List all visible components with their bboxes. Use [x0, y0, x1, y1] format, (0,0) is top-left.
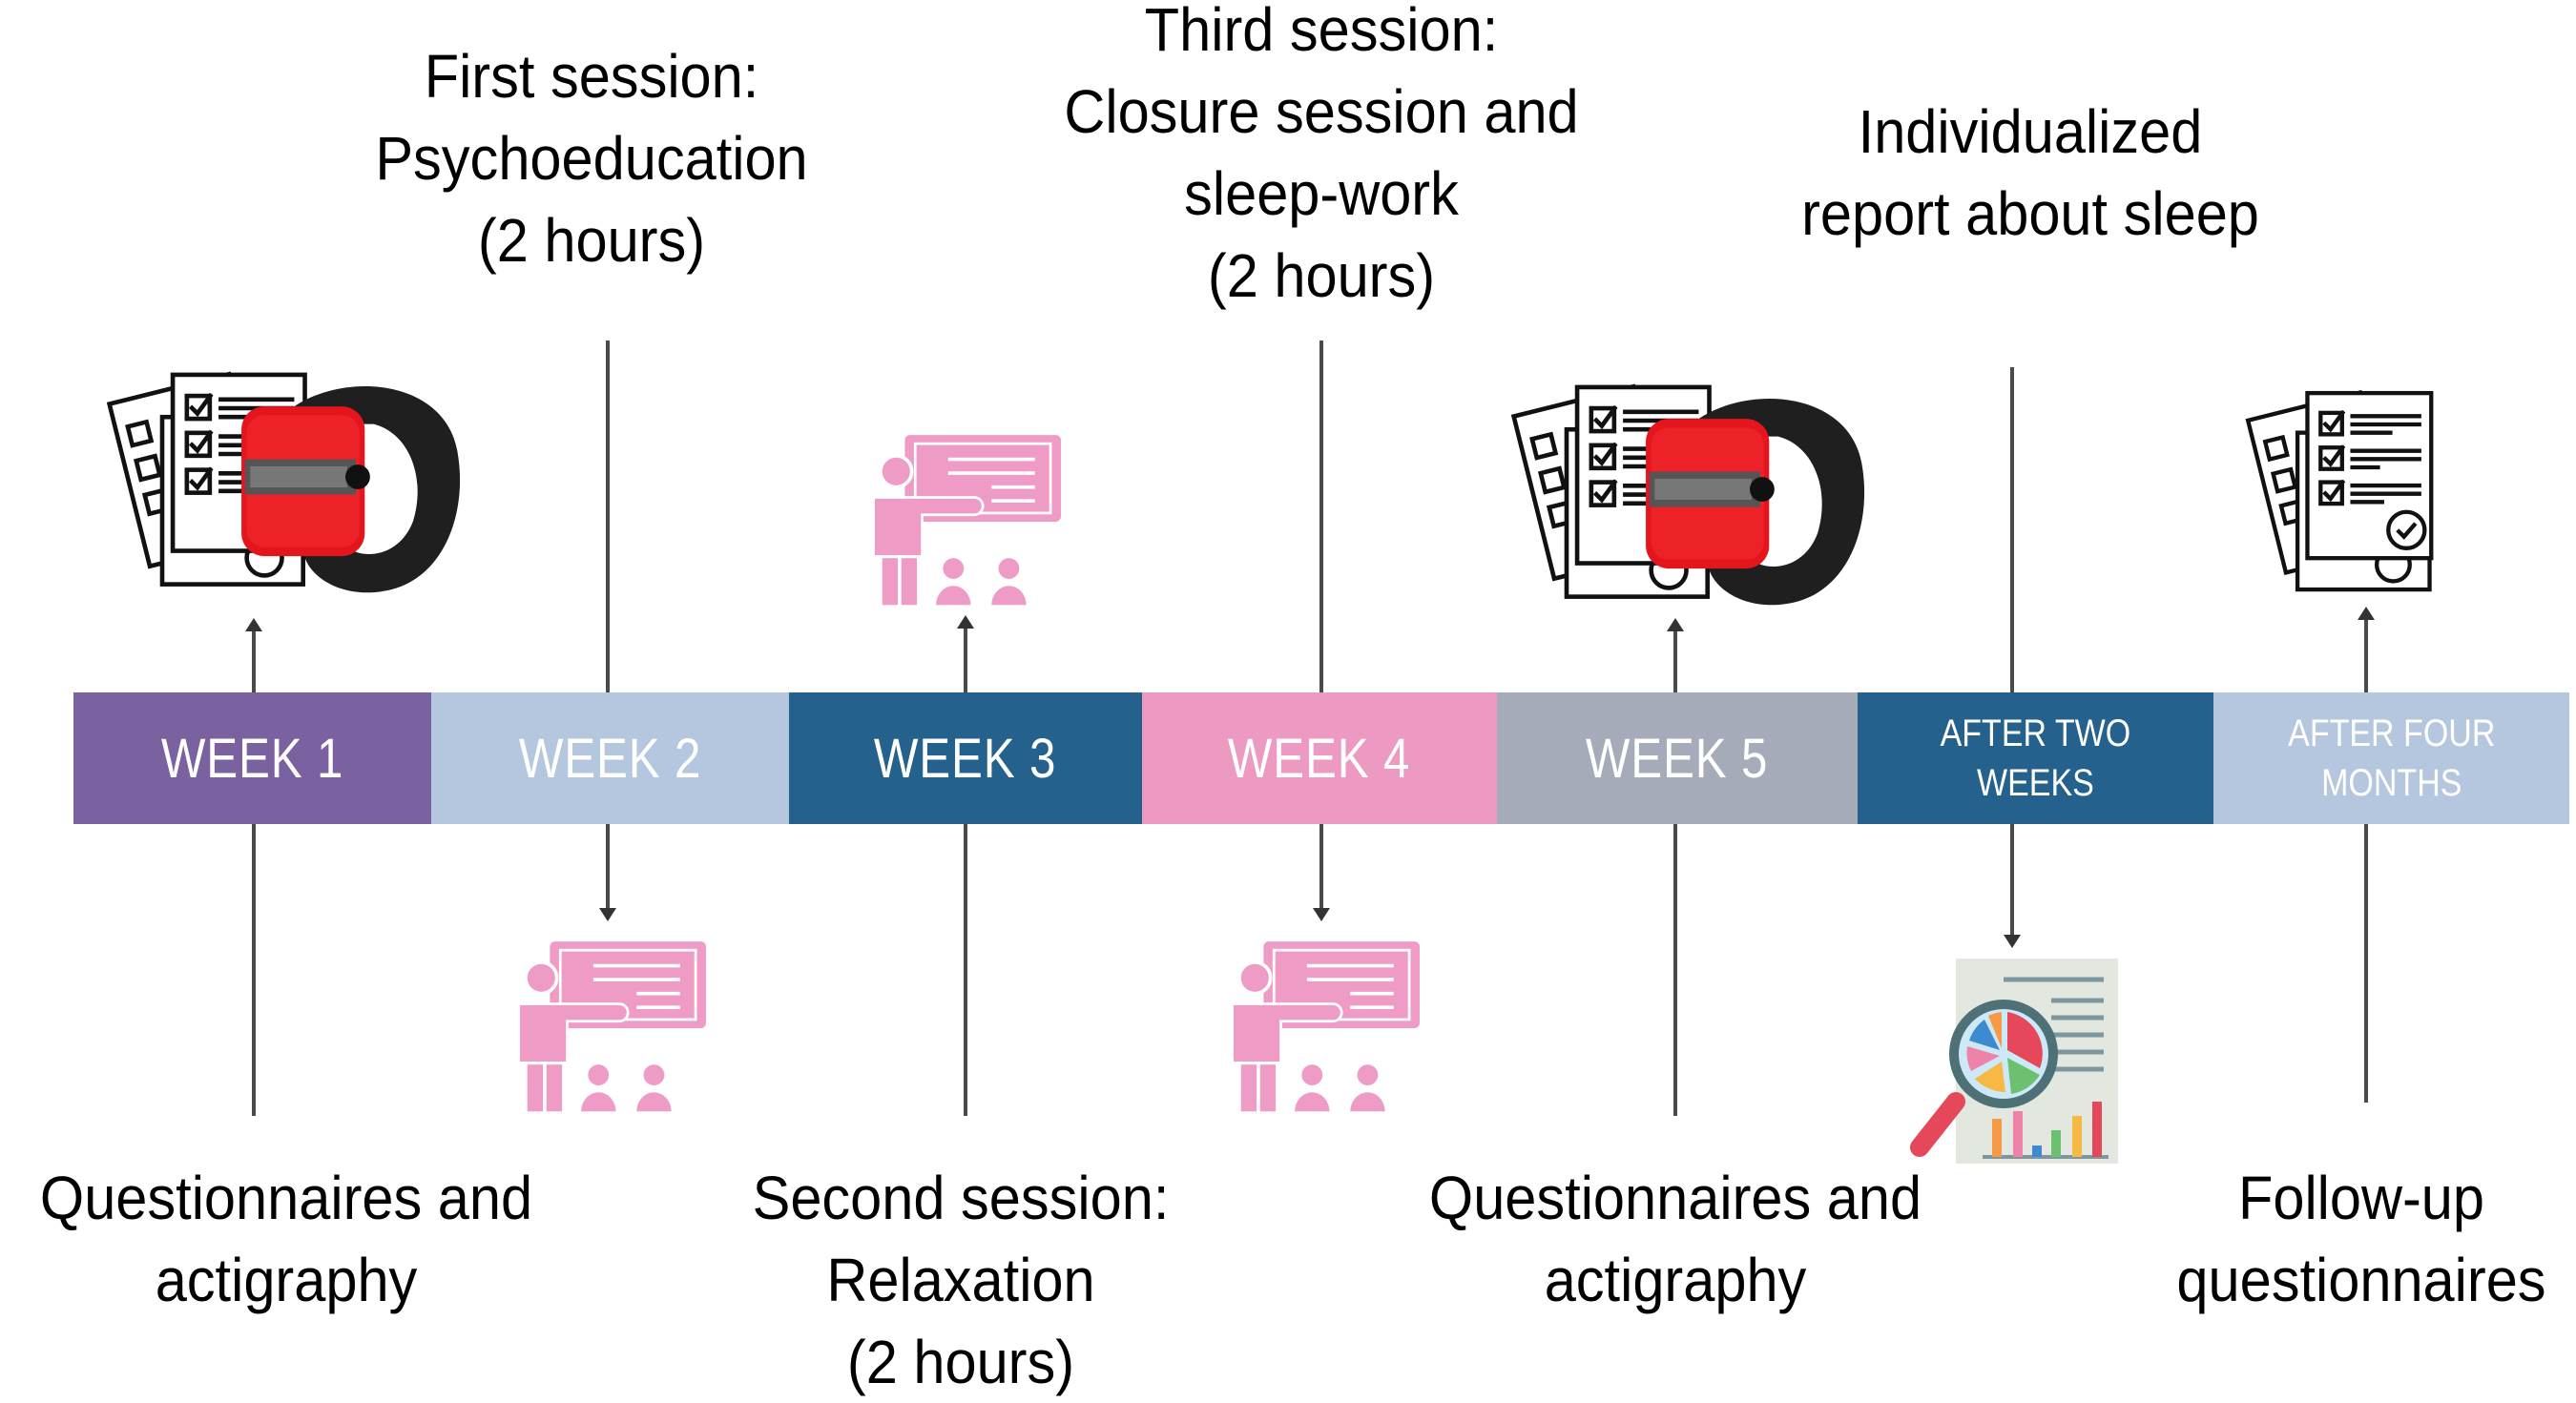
- third-session-caption: Third session: Closure session and sleep…: [1011, 0, 1632, 317]
- caption-line: Questionnaires and: [11, 1157, 562, 1239]
- week3-bottom-line: [964, 824, 967, 1116]
- week1-questionnaire-watch-icon: [95, 362, 458, 591]
- caption-line: First session:: [325, 35, 858, 117]
- after-two-weeks-top-line: [2010, 367, 2014, 692]
- week2-down-arrow: [606, 824, 610, 910]
- follow-up-caption: Follow-up questionnaires: [2140, 1157, 2576, 1321]
- week3-presentation-icon: [870, 431, 1061, 612]
- week5-bottom-line: [1673, 824, 1677, 1116]
- week1-bottom-line: [252, 824, 256, 1116]
- week5-up-arrow: [1673, 629, 1677, 692]
- segment-label-line: MONTHS: [2288, 758, 2495, 808]
- segment-week-4: WEEK 4: [1142, 692, 1497, 824]
- week2-top-line: [606, 340, 610, 692]
- caption-line: (2 hours): [695, 1321, 1227, 1403]
- first-session-caption: First session: Psychoeducation (2 hours): [325, 35, 858, 281]
- caption-line: (2 hours): [325, 199, 858, 281]
- week4-presentation-icon: [1229, 938, 1420, 1119]
- week1-up-arrow: [252, 629, 256, 692]
- follow-up-questionnaire-icon: [2228, 382, 2466, 596]
- segment-label: WEEK 5: [1586, 727, 1768, 791]
- segment-week-3: WEEK 3: [789, 692, 1142, 824]
- segment-label: WEEK 4: [1228, 727, 1410, 791]
- second-session-caption: Second session: Relaxation (2 hours): [695, 1157, 1227, 1403]
- week2-presentation-icon: [515, 938, 706, 1119]
- week5-questionnaire-watch-icon: [1500, 375, 1862, 604]
- caption-line: Second session:: [695, 1157, 1227, 1239]
- after-four-months-bottom-line: [2364, 824, 2368, 1103]
- week4-down-arrow: [1319, 824, 1323, 910]
- after-four-months-up-arrow: [2364, 618, 2368, 692]
- caption-line: Third session:: [1011, 0, 1632, 71]
- segment-label: WEEK 3: [874, 727, 1056, 791]
- caption-line: sleep-work: [1011, 153, 1632, 235]
- segment-week-5: WEEK 5: [1497, 692, 1858, 824]
- segment-label: AFTER FOUR MONTHS: [2288, 709, 2495, 808]
- report-caption: Individualized report about sleep: [1764, 91, 2296, 255]
- segment-after-two-weeks: AFTER TWO WEEKS: [1858, 692, 2213, 824]
- segment-label: AFTER TWO WEEKS: [1941, 709, 2131, 808]
- segment-after-four-months: AFTER FOUR MONTHS: [2213, 692, 2569, 824]
- caption-line: questionnaires: [2140, 1239, 2576, 1321]
- sleep-report-analysis-icon: [1908, 959, 2123, 1164]
- week1-caption: Questionnaires and actigraphy: [11, 1157, 562, 1321]
- caption-line: Questionnaires and: [1401, 1157, 1951, 1239]
- week4-top-line: [1319, 340, 1323, 692]
- week3-up-arrow: [964, 627, 967, 692]
- caption-line: Closure session and: [1011, 71, 1632, 153]
- caption-line: (2 hours): [1011, 235, 1632, 317]
- segment-label-line: AFTER FOUR: [2288, 709, 2495, 758]
- caption-line: actigraphy: [1401, 1239, 1951, 1321]
- caption-line: Individualized: [1764, 91, 2296, 173]
- caption-line: Psychoeducation: [325, 117, 858, 199]
- segment-label-line: WEEKS: [1941, 758, 2131, 808]
- caption-line: report about sleep: [1764, 173, 2296, 255]
- segment-week-2: WEEK 2: [431, 692, 789, 824]
- week5-caption: Questionnaires and actigraphy: [1401, 1157, 1951, 1321]
- segment-label: WEEK 2: [519, 727, 701, 791]
- caption-line: actigraphy: [11, 1239, 562, 1321]
- segment-week-1: WEEK 1: [73, 692, 431, 824]
- caption-line: Relaxation: [695, 1239, 1227, 1321]
- segment-label: WEEK 1: [161, 727, 343, 791]
- segment-label-line: AFTER TWO: [1941, 709, 2131, 758]
- after-two-weeks-down-arrow: [2010, 824, 2014, 937]
- caption-line: Follow-up: [2140, 1157, 2576, 1239]
